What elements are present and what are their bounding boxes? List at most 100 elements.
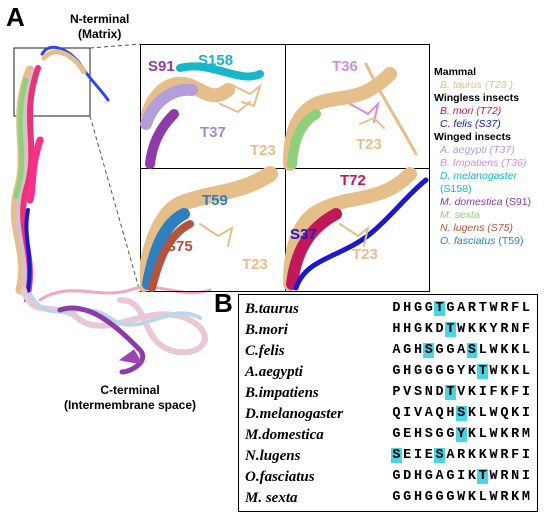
residue: D	[392, 301, 401, 316]
highlighted-residue: S	[466, 343, 478, 358]
residue: Y	[457, 364, 466, 379]
residue: R	[511, 427, 520, 442]
zoom-line-bottom	[89, 115, 141, 293]
alignment-species-name: C.felis	[245, 343, 285, 359]
legend-entry: C. felis (S37)	[440, 118, 501, 130]
residue: N	[511, 322, 520, 337]
residue: H	[392, 322, 401, 337]
residue: K	[511, 343, 520, 358]
residue: L	[478, 490, 487, 505]
n-terminal-title: N-terminal	[70, 12, 130, 26]
residue: G	[446, 301, 455, 316]
residue: W	[489, 406, 498, 421]
residue: T	[478, 301, 487, 316]
inset-br-ribbons	[283, 167, 429, 291]
residue: G	[424, 301, 433, 316]
residue: R	[467, 301, 477, 316]
highlighted-residue: S	[434, 448, 445, 463]
residue: G	[403, 490, 412, 505]
residue: A	[392, 343, 401, 358]
label-t23-bl: T23	[242, 256, 268, 273]
residue: G	[446, 469, 455, 484]
residue: G	[403, 343, 412, 358]
residue: G	[446, 364, 455, 379]
residue: D	[435, 385, 444, 400]
residue: W	[489, 469, 498, 484]
label-t36: T36	[332, 58, 358, 75]
residue: Q	[435, 406, 444, 421]
residue: I	[457, 469, 466, 484]
legend-entry: O. fasciatus (T59)	[440, 235, 524, 247]
residue: W	[489, 448, 498, 463]
c-terminal-title: C-terminal	[100, 383, 160, 397]
residue: W	[489, 364, 498, 379]
species-legend: Mammal B. taurus (T23 ) Wingless insects…	[434, 66, 550, 248]
residue: Q	[392, 406, 401, 421]
helix-ribbons	[10, 45, 110, 302]
residue: A	[446, 448, 455, 463]
legend-group-title: Mammal	[434, 66, 477, 78]
residue: S	[413, 385, 423, 400]
residue: I	[403, 406, 412, 421]
label-t59: T59	[202, 192, 228, 209]
legend-entry: D. melanogaster (S158)	[440, 170, 518, 195]
residue: A	[457, 343, 466, 358]
residue: S	[424, 427, 433, 442]
residue: E	[403, 427, 412, 442]
inset-tr-ribbons	[283, 62, 418, 171]
label-t37: T37	[200, 124, 226, 141]
alignment-species-name: A.aegypti	[245, 364, 303, 380]
residue: A	[457, 301, 466, 316]
highlighted-residue: T	[434, 301, 445, 316]
residue: K	[511, 406, 520, 421]
residue: W	[457, 322, 466, 337]
residue: V	[413, 406, 423, 421]
residue: F	[511, 301, 520, 316]
highlighted-residue: S	[423, 343, 435, 358]
label-s91: S91	[148, 58, 175, 75]
residue: Q	[500, 406, 509, 421]
residue: M	[521, 427, 531, 442]
residue: K	[424, 322, 433, 337]
label-s75: S75	[166, 238, 193, 255]
zoom-line-top	[89, 43, 141, 49]
residue: D	[403, 469, 412, 484]
legend-group-title: Winged insects	[434, 131, 511, 143]
label-t23-tl: T23	[250, 142, 276, 159]
residue: G	[446, 490, 455, 505]
label-s158: S158	[198, 52, 234, 69]
residue: G	[413, 301, 423, 316]
residue: W	[489, 301, 498, 316]
alignment-species-name: M.domestica	[245, 427, 324, 443]
residue: G	[424, 490, 433, 505]
highlighted-residue: T	[444, 385, 456, 400]
label-t23-tr: T23	[356, 136, 382, 153]
residue: K	[478, 322, 487, 337]
residue: V	[403, 385, 412, 400]
residue: L	[521, 364, 531, 379]
residue: H	[446, 406, 455, 421]
residue: G	[446, 343, 455, 358]
residue: D	[435, 322, 444, 337]
legend-entry: B. Impatiens (T36)	[440, 157, 527, 169]
legend-entry: M. sexta	[440, 209, 480, 221]
c-terminal-label: C-terminal (Intermembrane space)	[60, 383, 200, 413]
residue: W	[489, 343, 498, 358]
residue: H	[413, 469, 423, 484]
residue: Y	[489, 322, 498, 337]
residue: G	[413, 364, 423, 379]
residue: K	[467, 448, 477, 463]
residue: K	[500, 364, 509, 379]
residue: I	[478, 385, 487, 400]
residue: F	[511, 385, 520, 400]
